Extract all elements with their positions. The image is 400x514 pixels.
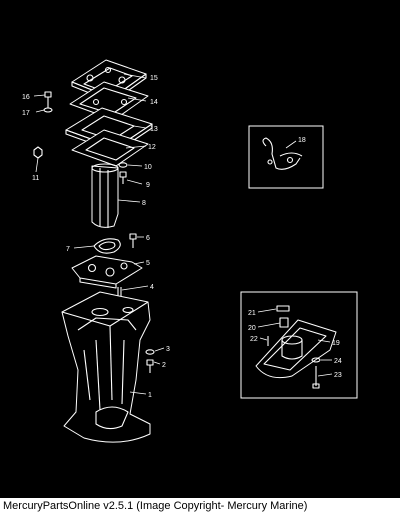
callout-19: 19 [332, 340, 340, 347]
callout-5: 5 [146, 260, 150, 267]
callout-12: 12 [148, 144, 156, 151]
callout-9: 9 [146, 182, 150, 189]
part-11-nut [33, 146, 43, 159]
callout-2: 2 [162, 362, 166, 369]
part-9-bolt [119, 171, 127, 184]
callout-10: 10 [144, 164, 152, 171]
callout-14: 14 [150, 99, 158, 106]
callout-24: 24 [334, 358, 342, 365]
part-7-seal [93, 238, 121, 254]
callout-6: 6 [146, 235, 150, 242]
part-2-bolt [146, 359, 154, 373]
part-5-adapter [71, 255, 143, 289]
callout-7: 7 [66, 246, 70, 253]
part-12-gasket [71, 129, 149, 167]
parts-diagram: 15 14 13 12 10 9 8 16 17 11 7 6 5 4 3 2 … [0, 0, 400, 498]
part-6-screw [129, 233, 137, 248]
callout-17: 17 [22, 110, 30, 117]
callout-15: 15 [150, 75, 158, 82]
part-1-housing [61, 291, 151, 443]
callout-3: 3 [166, 346, 170, 353]
callout-8: 8 [142, 200, 146, 207]
callout-21: 21 [248, 310, 256, 317]
inset-parts-19-24 [240, 291, 358, 399]
callout-1: 1 [148, 392, 152, 399]
callout-18: 18 [298, 137, 306, 144]
callout-labels: 15 14 13 12 10 9 8 16 17 11 7 6 5 4 3 2 … [22, 75, 342, 399]
leader-lines [33, 73, 333, 395]
callout-20: 20 [248, 325, 256, 332]
image-caption: MercuryPartsOnline v2.5.1 (Image Copyrig… [0, 498, 400, 514]
callout-4: 4 [150, 284, 154, 291]
callout-22: 22 [250, 336, 258, 343]
callout-13: 13 [150, 126, 158, 133]
callout-11: 11 [32, 175, 39, 182]
part-17-washer [43, 107, 53, 113]
part-10-washer [118, 162, 128, 168]
callout-16: 16 [22, 94, 30, 101]
part-8-tube [91, 163, 119, 228]
part-16-bolt [44, 91, 52, 108]
inset-part-18 [248, 125, 324, 189]
part-3-washer [145, 349, 155, 355]
callout-23: 23 [334, 372, 342, 379]
